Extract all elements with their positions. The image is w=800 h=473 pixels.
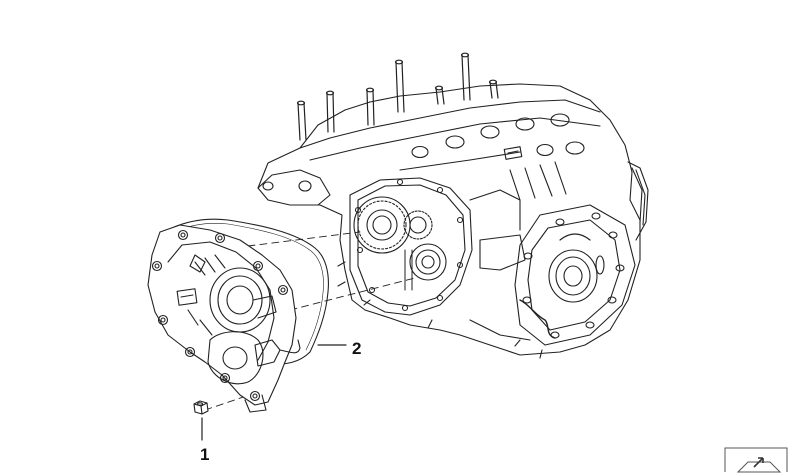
nut [193,400,209,415]
pump-cover [147,224,301,413]
alignment-lines [204,231,416,411]
callout-number-1: 1 [200,445,210,464]
engine-block [257,52,649,359]
page-turn-icon[interactable] [724,447,788,473]
callout-number-2: 2 [352,339,362,358]
